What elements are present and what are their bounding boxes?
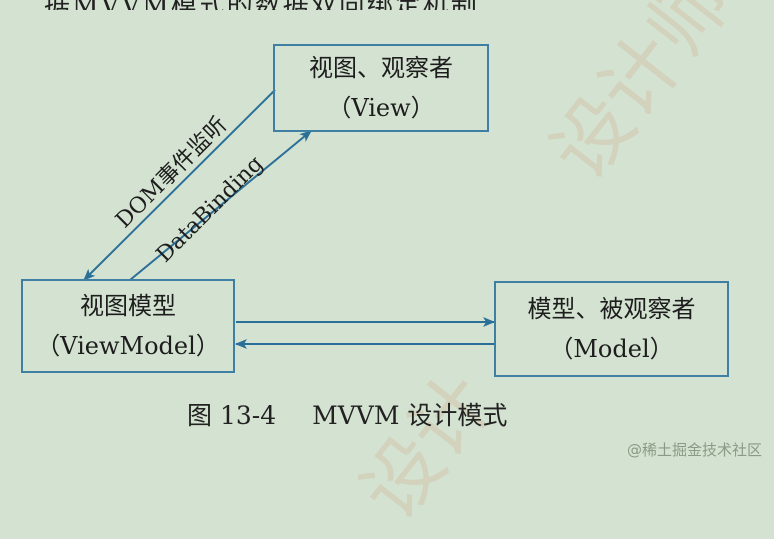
view-box: 视图、观察者 （View）: [273, 44, 489, 132]
arrow-view-to-viewmodel: [83, 89, 276, 281]
model-box: 模型、被观察者 （Model）: [494, 281, 729, 377]
page-header-fragment: 据MVVM模式的数据双向绑定机制: [0, 0, 774, 10]
figure-number: 图 13-4: [187, 401, 277, 430]
figure-title: MVVM 设计模式: [312, 401, 508, 430]
connector-arrows: [83, 89, 495, 349]
model-box-title: 模型、被观察者: [527, 295, 696, 323]
model-box-subtitle: （Model）: [549, 335, 674, 363]
viewmodel-box-title: 视图模型: [80, 292, 176, 320]
arrow-viewmodel-to-view: [129, 130, 312, 281]
view-box-subtitle: （View）: [327, 94, 435, 122]
view-box-title: 视图、观察者: [309, 54, 453, 82]
viewmodel-box: 视图模型 （ViewModel）: [21, 279, 235, 373]
page-header-text: 据MVVM模式的数据双向绑定机制: [44, 0, 479, 10]
figure-caption: 图 13-4 MVVM 设计模式: [187, 396, 543, 432]
viewmodel-box-subtitle: （ViewModel）: [36, 332, 220, 360]
juejin-watermark: @稀土掘金技术社区: [626, 441, 762, 459]
